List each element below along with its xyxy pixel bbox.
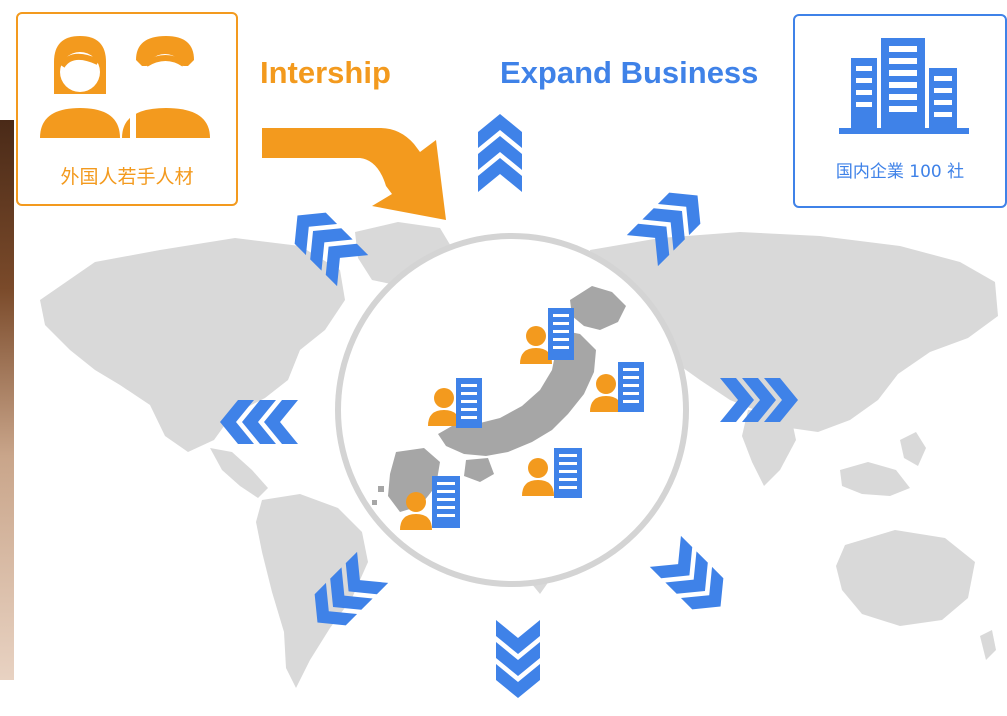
internship-arrow [262, 128, 446, 220]
building-icon [432, 476, 460, 528]
node-person-building-5 [400, 476, 460, 530]
person-icon [522, 458, 554, 496]
foreign-talent-box: 外国人若手人材 [16, 12, 238, 206]
building-icon [456, 378, 482, 428]
person-icon [520, 326, 552, 364]
node-person-building-1 [520, 308, 574, 364]
japan-nodes [400, 308, 644, 530]
node-person-building-2 [428, 378, 482, 428]
company-caption: 国内企業 100 社 [835, 162, 965, 182]
talent-caption: 外国人若手人材 [60, 166, 194, 188]
arrow-down-right [650, 536, 736, 622]
domestic-companies-box: 国内企業 100 社 [793, 14, 1007, 208]
node-person-building-3 [590, 362, 644, 412]
node-person-building-4 [522, 448, 582, 498]
arrow-up [478, 114, 522, 192]
building-icon [554, 448, 582, 498]
people-icon [40, 36, 210, 138]
building-icon [618, 362, 644, 412]
building-icon [839, 38, 969, 134]
background-photo-edge [0, 120, 14, 680]
person-icon [590, 374, 622, 412]
expand-business-label: Expand Business [500, 55, 759, 90]
building-icon [548, 308, 574, 360]
person-icon [428, 388, 460, 426]
person-icon [400, 492, 432, 530]
internship-label: Intership [260, 55, 391, 90]
arrow-down [496, 620, 540, 698]
